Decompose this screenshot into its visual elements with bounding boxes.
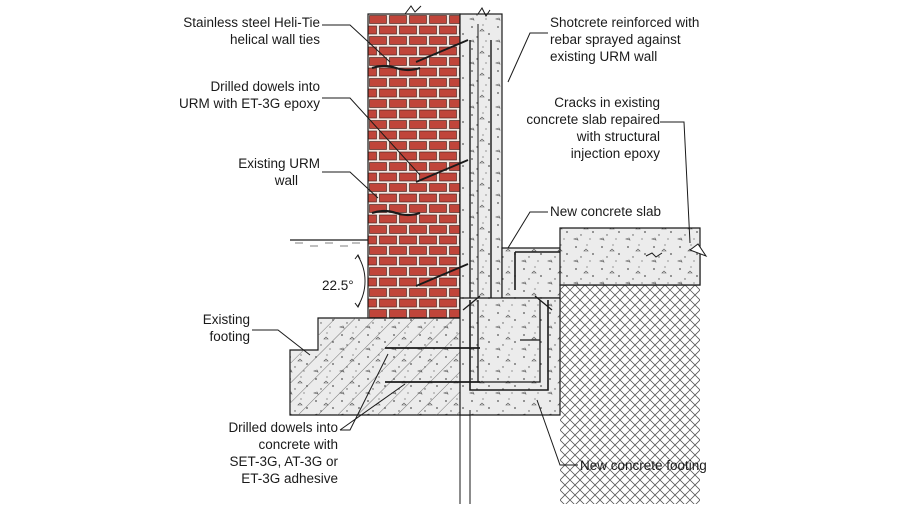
label-angle: 22.5° [322, 278, 354, 293]
label-shotcrete-line1: Shotcrete reinforced with [550, 15, 699, 30]
label-heli-tie-line2: helical wall ties [230, 32, 320, 47]
new-concrete-footing [459, 297, 561, 416]
label-cracks-line1: Cracks in existing [554, 95, 660, 110]
label-urm-wall-line2: wall [274, 173, 298, 188]
label-dowels-concrete-line3: SET-3G, AT-3G or [229, 454, 338, 469]
label-dowels-urm: Drilled dowels into URM with ET-3G epoxy [179, 79, 320, 111]
label-dowels-concrete: Drilled dowels into concrete with SET-3G… [228, 420, 338, 486]
label-existing-footing: Existing footing [203, 312, 250, 344]
label-cracks-line2: concrete slab repaired [526, 112, 660, 127]
label-dowels-concrete-line4: ET-3G adhesive [241, 471, 338, 486]
soil-hatch [560, 285, 700, 505]
urm-brick-wall [367, 13, 461, 319]
label-dowels-concrete-line2: concrete with [258, 437, 338, 452]
label-dowels-urm-line1: Drilled dowels into [210, 79, 320, 94]
label-heli-tie: Stainless steel Heli-Tie helical wall ti… [183, 15, 320, 47]
label-urm-wall-line1: Existing URM [238, 156, 320, 171]
label-new-slab: New concrete slab [550, 204, 661, 219]
angle-marker [354, 254, 366, 308]
label-dowels-concrete-line1: Drilled dowels into [228, 420, 338, 435]
label-existing-footing-line1: Existing [203, 312, 250, 327]
label-shotcrete-line3: existing URM wall [550, 49, 657, 64]
label-dowels-urm-line2: URM with ET-3G epoxy [179, 96, 320, 111]
label-heli-tie-line1: Stainless steel Heli-Tie [183, 15, 320, 30]
wall-anchors [371, 39, 469, 287]
shotcrete-layer [459, 13, 503, 315]
label-cracks: Cracks in existing concrete slab repaire… [526, 95, 660, 161]
label-shotcrete: Shotcrete reinforced with rebar sprayed … [550, 15, 699, 64]
label-cracks-line3: with structural [576, 129, 660, 144]
label-urm-wall: Existing URM wall [238, 156, 320, 188]
label-existing-footing-line2: footing [209, 329, 250, 344]
existing-slab [559, 227, 701, 286]
label-shotcrete-line2: rebar sprayed against [550, 32, 681, 47]
grade-left [290, 239, 368, 247]
leader-lines [252, 24, 691, 466]
label-cracks-line4: injection epoxy [571, 146, 661, 161]
label-new-footing: New concrete footing [580, 458, 707, 473]
